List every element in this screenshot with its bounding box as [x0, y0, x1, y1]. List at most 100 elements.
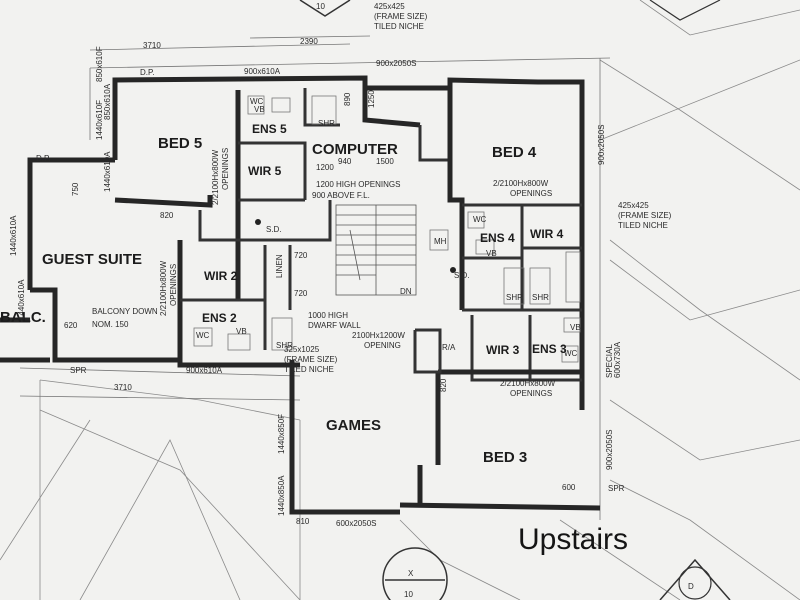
note-balcony-down: BALCONY DOWN [92, 307, 158, 316]
wc-ens3: WC [564, 349, 578, 358]
window-1440x610-f: 1440x610F [95, 100, 104, 140]
caption-upstairs: Upstairs [518, 523, 628, 556]
dim-620: 620 [64, 321, 78, 330]
room-ens4: ENS 4 [480, 231, 515, 245]
manhole-label: MH [434, 237, 447, 246]
dim-600: 600 [562, 483, 576, 492]
door-900x2050-top: 900x2050S [376, 59, 416, 68]
dp-top: D.P. [140, 68, 155, 77]
window-900x610-top: 900x610A [244, 67, 281, 76]
note-2100-bed5: 2/2100Hx800W [211, 149, 220, 205]
room-ens5: ENS 5 [252, 122, 287, 136]
note-2100-guest: 2/2100Hx800W [159, 260, 168, 316]
note-frame-mid: (FRAME SIZE) [284, 355, 338, 364]
room-wir3: WIR 3 [486, 343, 520, 357]
shr-ens3: SHR [532, 293, 549, 302]
note-1000-high: 1000 HIGH [308, 311, 348, 320]
section-marker-d: D [688, 582, 694, 591]
room-bed5: BED 5 [158, 135, 202, 152]
spr-right: SPR [608, 484, 625, 493]
room-bed4: BED 4 [492, 144, 537, 161]
staircase [335, 204, 417, 296]
vb-ens3: VB [570, 323, 581, 332]
note-tiled-mid: TILED NICHE [284, 365, 334, 374]
dim-3710-top: 3710 [143, 41, 161, 50]
note-425-top: 425x425 [374, 2, 405, 11]
dim-940: 940 [338, 157, 352, 166]
note-tiled-top: TILED NICHE [374, 22, 424, 31]
room-wir5: WIR 5 [248, 164, 282, 178]
annotations: 3710 2390 425x425 (FRAME SIZE) TILED NIC… [9, 2, 672, 528]
door-900x2050-right: 900x2050S [597, 125, 606, 165]
dim-820-a: 820 [160, 211, 174, 220]
window-900x610-bottom: 900x610A [186, 366, 223, 375]
vb-ens4: VB [486, 249, 497, 258]
room-wir2: WIR 2 [204, 269, 238, 283]
dim-2390: 2390 [300, 37, 318, 46]
shr-ens4: SHR [506, 293, 523, 302]
note-325x1025: 325x1025 [284, 345, 320, 354]
wc-ens4: WC [473, 215, 487, 224]
section-marker-bottom-number: 10 [404, 590, 413, 599]
room-labels: BED 5 ENS 5 WIR 5 COMPUTER BED 4 GUEST S… [0, 122, 567, 466]
spr-left: SPR [70, 366, 87, 375]
note-900-above: 900 ABOVE F.L. [312, 191, 370, 200]
dim-1500: 1500 [376, 157, 394, 166]
room-balcony: BALC. [0, 309, 46, 326]
note-nom-150: NOM. 150 [92, 320, 129, 329]
window-1440x610-g: 1440x610A [103, 151, 112, 192]
note-openings-bed5: OPENINGS [221, 148, 230, 190]
dp-left: D.P. [36, 154, 51, 163]
room-games: GAMES [326, 417, 381, 434]
note-2100-bed3: 2/2100Hx800W [500, 379, 556, 388]
linen-label: LINEN [275, 254, 284, 278]
section-marker-x: X [408, 569, 414, 578]
section-marker-top-number: 10 [316, 2, 325, 11]
return-air: R/A [442, 343, 456, 352]
note-frame-top: (FRAME SIZE) [374, 12, 428, 21]
special-label: SPECIAL [605, 344, 614, 378]
bathroom-fixtures [193, 95, 581, 363]
vb-ens2: VB [236, 327, 247, 336]
room-bed3: BED 3 [483, 449, 527, 466]
dim-720-b: 720 [294, 289, 308, 298]
wc-ens2: WC [196, 331, 210, 340]
dim-890: 890 [343, 92, 352, 106]
section-markers: 10 X 10 D [299, 0, 731, 600]
room-guest-suite: GUEST SUITE [42, 251, 142, 268]
window-850x610-a: 850x610A [103, 83, 112, 120]
shr-ens2: SHR [276, 341, 293, 350]
room-computer: COMPUTER [312, 141, 398, 158]
note-2100-1200: 2100Hx1200W [352, 331, 405, 340]
dim-1250: 1250 [367, 90, 376, 108]
note-1200-high: 1200 HIGH OPENINGS [316, 180, 400, 189]
note-openings-bed3: OPENINGS [510, 389, 552, 398]
shr-ens5: SHR [318, 119, 335, 128]
wc-ens5: WC [250, 97, 264, 106]
window-1440x850-b: 1440x850A [277, 475, 286, 516]
window-1440x850-a: 1440x850F [277, 414, 286, 454]
dim-1200: 1200 [316, 163, 334, 172]
walls [0, 75, 601, 515]
note-opening-mid: OPENING [364, 341, 401, 350]
window-850x610-f: 850x610F [95, 46, 104, 82]
note-425-right: 425x425 [618, 201, 649, 210]
door-600x2050-bottom: 600x2050S [336, 519, 376, 528]
room-wir4: WIR 4 [530, 227, 564, 241]
dim-3710-bottom: 3710 [114, 383, 132, 392]
room-ens3: ENS 3 [532, 342, 567, 356]
vb-ens5: VB [254, 105, 265, 114]
stair-down-label: DN [400, 287, 412, 296]
dim-720-a: 720 [294, 251, 308, 260]
door-900x2050-bed3: 900x2050S [605, 430, 614, 470]
note-tiled-right: TILED NICHE [618, 221, 668, 230]
room-ens2: ENS 2 [202, 311, 237, 325]
dim-810: 810 [296, 517, 310, 526]
note-2100-bed4: 2/2100Hx800W [493, 179, 549, 188]
window-600x730: 600x730A [613, 341, 622, 378]
note-openings-bed4: OPENINGS [510, 189, 552, 198]
smoke-detector-2: S.D. [454, 271, 470, 280]
